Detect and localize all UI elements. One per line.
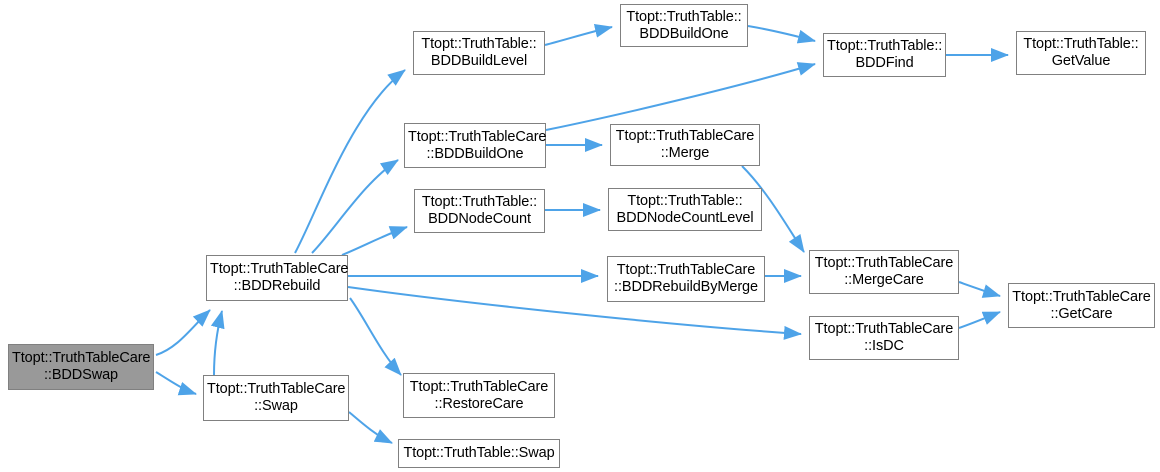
graph-node-bddrebuildbymerge[interactable]: Ttopt::TruthTableCare ::BDDRebuildByMerg… [607,256,765,302]
graph-node-getcare[interactable]: Ttopt::TruthTableCare ::GetCare [1008,283,1155,328]
graph-edge-bddrebuild-to-bddnodecount [341,226,408,256]
graph-node-bddbuildone[interactable]: Ttopt::TruthTable:: BDDBuildOne [620,4,748,47]
graph-node-label: Ttopt::TruthTable:: BDDFind [827,38,943,71]
graph-node-label: Ttopt::TruthTableCare ::BDDBuildOne [408,128,547,162]
graph-node-label: Ttopt::TruthTableCare ::IsDC [814,321,954,354]
graph-edge-bddbuildlevel-to-bddbuildone [544,23,613,46]
graph-node-careswap[interactable]: Ttopt::TruthTableCare ::Swap [203,375,349,421]
graph-edge-bddrebuild-to-bddbuildlevel [294,69,406,254]
graph-node-ttswap[interactable]: Ttopt::TruthTable::Swap [398,439,560,468]
graph-node-label: Ttopt::TruthTableCare ::BDDSwap [12,350,151,383]
graph-edge-careswap-to-bddrebuild [210,310,225,376]
graph-node-merge[interactable]: Ttopt::TruthTableCare ::Merge [610,124,760,166]
graph-edge-bddswap-to-careswap [155,371,197,396]
graph-node-label: Ttopt::TruthTable::Swap [403,445,555,461]
graph-edge-careswap-to-ttswap [348,411,393,444]
graph-node-label: Ttopt::TruthTable:: BDDBuildOne [626,8,742,42]
graph-edge-carebddbuildone-to-bddfind [545,62,816,131]
graph-node-isdc[interactable]: Ttopt::TruthTableCare ::IsDC [809,316,959,360]
graph-node-label: Ttopt::TruthTable:: BDDNodeCountLevel [616,192,754,226]
graph-node-label: Ttopt::TruthTableCare ::MergeCare [814,255,954,288]
graph-edge-isdc-to-getcare [958,311,1001,329]
graph-node-carebddbuildone[interactable]: Ttopt::TruthTableCare ::BDDBuildOne [404,123,547,168]
graph-node-label: Ttopt::TruthTableCare ::RestoreCare [409,378,549,412]
graph-node-mergecare[interactable]: Ttopt::TruthTableCare ::MergeCare [809,250,959,294]
graph-edge-bddrebuild-to-restorecare [349,297,402,376]
graph-node-label: Ttopt::TruthTableCare ::BDDRebuildByMerg… [614,262,758,295]
graph-node-bddnodecount[interactable]: Ttopt::TruthTable:: BDDNodeCount [414,189,545,233]
graph-node-label: Ttopt::TruthTable:: GetValue [1023,36,1139,69]
graph-node-bddbuildlevel[interactable]: Ttopt::TruthTable:: BDDBuildLevel [413,31,545,75]
graph-edge-bddbuildone-to-bddfind [747,25,816,44]
graph-node-label: Ttopt::TruthTableCare ::Merge [615,128,755,161]
graph-node-restorecare[interactable]: Ttopt::TruthTableCare ::RestoreCare [403,373,555,418]
graph-edge-bddrebuild-to-carebddbuildone [311,159,399,254]
graph-node-bddrebuild[interactable]: Ttopt::TruthTableCare ::BDDRebuild [206,255,349,301]
graph-node-getvalue[interactable]: Ttopt::TruthTable:: GetValue [1016,31,1146,75]
graph-node-label: Ttopt::TruthTable:: BDDBuildLevel [421,36,537,69]
graph-node-label: Ttopt::TruthTableCare ::GetCare [1012,288,1151,322]
graph-node-label: Ttopt::TruthTable:: BDDNodeCount [421,194,538,227]
graph-node-bddfind[interactable]: Ttopt::TruthTable:: BDDFind [823,33,946,77]
graph-edge-bddswap-to-bddrebuild [155,309,211,356]
graph-edge-mergecare-to-getcare [958,281,1001,298]
graph-node-label: Ttopt::TruthTableCare ::Swap [207,381,346,414]
graph-node-label: Ttopt::TruthTableCare ::BDDRebuild [210,261,349,294]
graph-node-bddnodecountlevel[interactable]: Ttopt::TruthTable:: BDDNodeCountLevel [608,188,762,231]
graph-node-bddswap[interactable]: Ttopt::TruthTableCare ::BDDSwap [8,344,154,390]
